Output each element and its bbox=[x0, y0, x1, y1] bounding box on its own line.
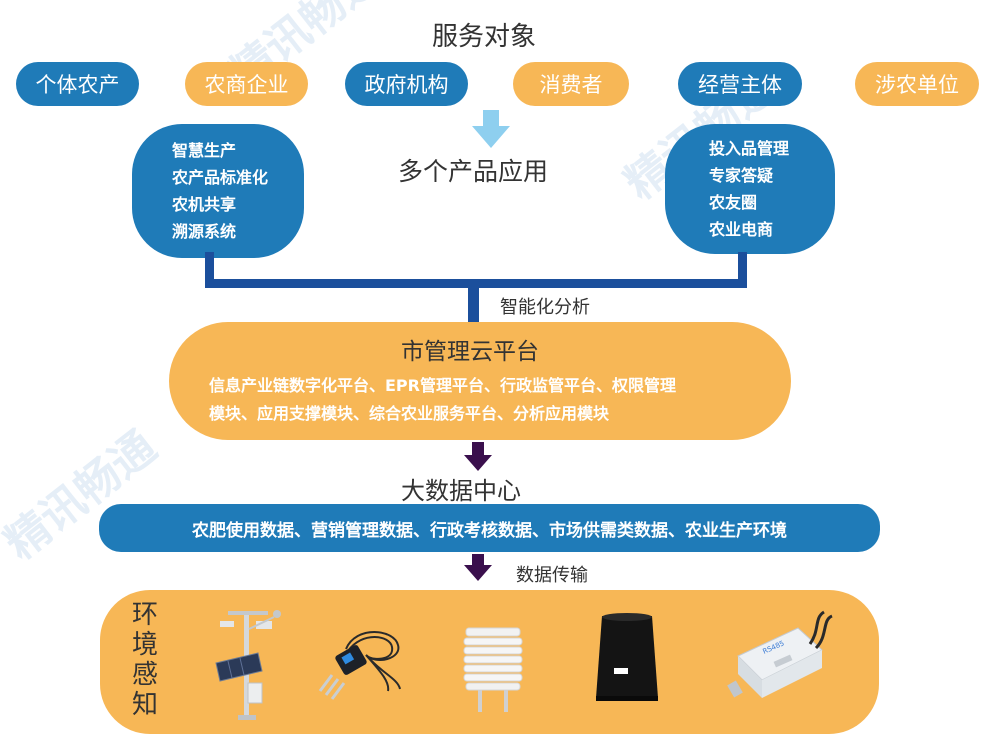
target-operator: 经营主体 bbox=[678, 62, 802, 106]
applications-title: 多个产品应用 bbox=[398, 157, 549, 186]
left-app-item: 农产品标准化 bbox=[172, 168, 269, 187]
right-app-item: 投入品管理 bbox=[709, 139, 790, 158]
target-agri-organization: 涉农单位 bbox=[855, 62, 979, 106]
connector-center-vertical bbox=[468, 279, 479, 325]
down-arrow-icon bbox=[464, 455, 492, 471]
down-arrow-light-icon bbox=[472, 110, 510, 148]
cloud-platform-title: 市管理云平台 bbox=[401, 339, 539, 365]
left-app-bubble: 智慧生产 农产品标准化 农机共享 溯源系统 bbox=[132, 124, 304, 258]
rain-gauge-icon bbox=[596, 613, 658, 701]
cloud-platform-box: 市管理云平台 信息产业链数字化平台、EPR管理平台、行政监管平台、权限管理 模块… bbox=[169, 322, 791, 440]
sensing-label: 环 境 感 知 bbox=[130, 600, 160, 720]
right-app-item: 农业电商 bbox=[709, 220, 774, 239]
radiation-shield-icon bbox=[463, 627, 523, 712]
right-app-item: 专家答疑 bbox=[709, 166, 774, 185]
left-app-item: 溯源系统 bbox=[172, 222, 237, 241]
cloud-platform-line1: 信息产业链数字化平台、EPR管理平台、行政监管平台、权限管理 bbox=[209, 376, 676, 395]
analysis-label: 智能化分析 bbox=[500, 297, 590, 318]
transfer-label: 数据传输 bbox=[516, 565, 588, 586]
arrow-shaft-2 bbox=[472, 554, 484, 566]
left-app-item: 农机共享 bbox=[172, 195, 237, 214]
sensing-char: 境 bbox=[131, 630, 158, 660]
right-app-item: 农友圈 bbox=[709, 193, 758, 212]
soil-sensor-icon bbox=[318, 631, 401, 700]
sensing-char: 环 bbox=[131, 600, 158, 630]
data-center-title: 大数据中心 bbox=[401, 477, 521, 505]
diagram-title: 服务对象 bbox=[432, 22, 537, 52]
target-agri-business: 农商企业 bbox=[185, 62, 308, 106]
sensing-char: 知 bbox=[131, 690, 158, 720]
target-individual-farmer: 个体农产 bbox=[16, 62, 139, 106]
left-app-item: 智慧生产 bbox=[172, 141, 237, 160]
cloud-platform-line2: 模块、应用支撑模块、综合农业服务平台、分析应用模块 bbox=[209, 404, 610, 423]
weather-station-icon bbox=[215, 610, 281, 720]
wall-sensor-icon: RS485 bbox=[727, 610, 833, 698]
target-government: 政府机构 bbox=[345, 62, 468, 106]
target-consumer: 消费者 bbox=[513, 62, 629, 106]
right-app-bubble: 投入品管理 专家答疑 农友圈 农业电商 bbox=[665, 124, 835, 254]
down-arrow-icon bbox=[464, 565, 492, 581]
arrow-shaft-1 bbox=[472, 442, 484, 456]
data-center-box: 农肥使用数据、营销管理数据、行政考核数据、市场供需类数据、农业生产环境 bbox=[99, 504, 880, 552]
connector-left-vertical bbox=[205, 252, 214, 285]
connector-right-vertical bbox=[738, 252, 747, 285]
sensing-char: 感 bbox=[131, 660, 158, 690]
